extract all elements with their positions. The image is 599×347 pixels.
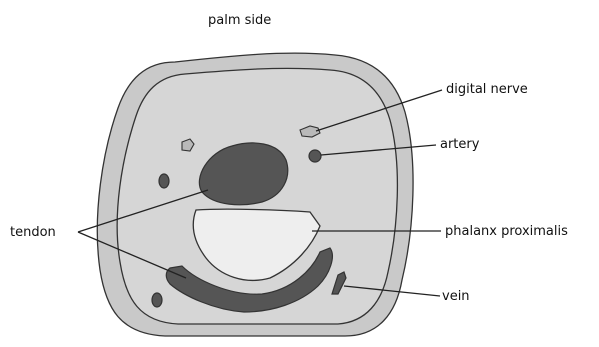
label-digital-nerve: digital nerve — [446, 82, 528, 97]
lower-left-vessel-shape — [152, 293, 162, 307]
left-vessel-shape — [159, 174, 169, 188]
label-phalanx-proximalis: phalanx proximalis — [445, 224, 568, 239]
diagram-title: palm side — [208, 13, 271, 28]
label-vein: vein — [442, 289, 470, 304]
label-tendon: tendon — [10, 225, 56, 240]
artery-shape — [309, 150, 321, 162]
label-artery: artery — [440, 137, 480, 152]
finger-cross-section — [97, 53, 413, 336]
